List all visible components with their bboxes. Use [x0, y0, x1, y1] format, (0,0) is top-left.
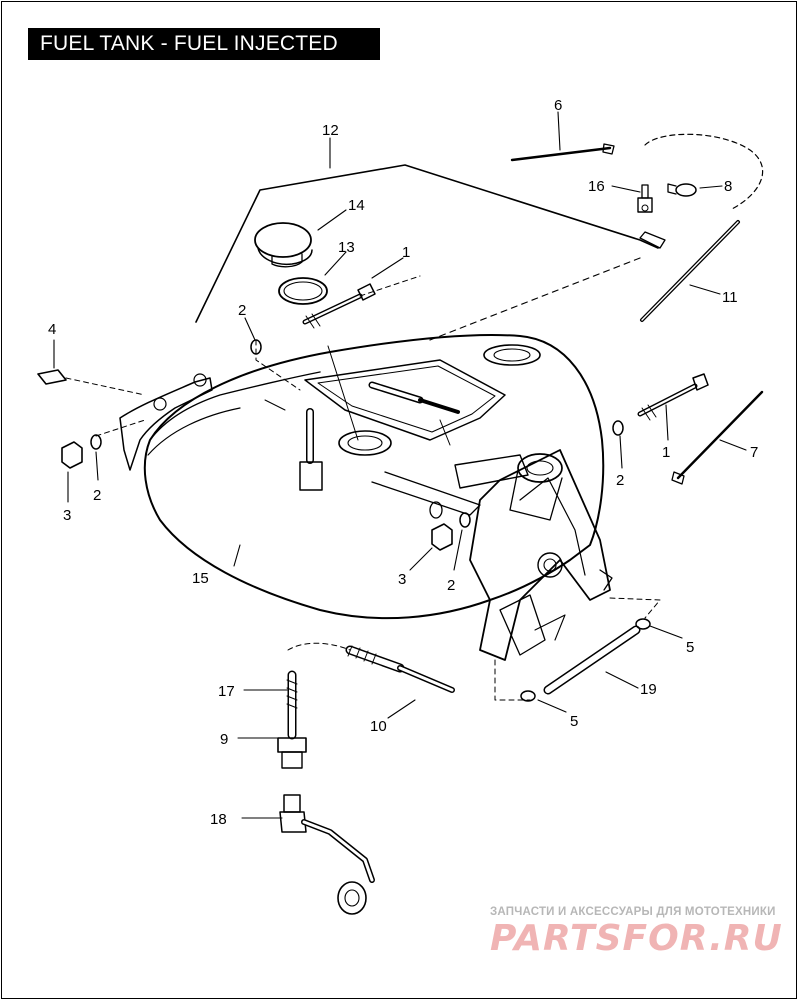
callout-16: 16 [588, 178, 605, 195]
watermark-brand: PARTSFOR.RU [490, 918, 783, 959]
callout-9: 9 [220, 731, 228, 748]
fuel-tank [119, 333, 605, 620]
hose-clamp-8 [667, 183, 697, 197]
diagram-title: FUEL TANK - FUEL INJECTED [28, 28, 380, 60]
fuel-cap [254, 222, 313, 268]
callout-2-top: 2 [238, 302, 246, 319]
callout-2-right: 2 [616, 472, 624, 489]
callout-13: 13 [338, 239, 355, 256]
cable-strap-7 [676, 390, 764, 480]
callout-17: 17 [218, 683, 235, 700]
callout-3-center: 3 [398, 571, 406, 588]
callout-5-bottom: 5 [570, 713, 578, 730]
gasket [278, 277, 328, 305]
pump-fitting [299, 381, 460, 491]
callout-12: 12 [322, 122, 339, 139]
callout-15: 15 [192, 570, 209, 587]
callout-18: 18 [210, 811, 227, 828]
callout-1-right: 1 [662, 444, 670, 461]
fuel-line-18 [279, 794, 375, 915]
fuel-fitting-10 [345, 645, 455, 693]
callout-2-center: 2 [447, 577, 455, 594]
callout-14: 14 [348, 197, 365, 214]
callout-1-top: 1 [402, 244, 410, 261]
callout-19: 19 [640, 681, 657, 698]
nuts [61, 441, 453, 551]
stud-17 [286, 670, 298, 740]
callout-10: 10 [370, 718, 387, 735]
callout-3-left: 3 [63, 507, 71, 524]
cable-strap [510, 146, 612, 162]
callout-2-left: 2 [93, 487, 101, 504]
callout-7: 7 [750, 444, 758, 461]
callout-8: 8 [724, 178, 732, 195]
callout-11: 11 [722, 289, 738, 306]
callout-labels: 12 6 14 13 1 2 4 16 8 11 1 7 2 2 3 15 3 … [48, 97, 758, 828]
fitting-9 [277, 737, 307, 769]
frame-tube [469, 449, 613, 661]
leader-lines [53, 111, 747, 819]
hose-clamps-5 [520, 618, 651, 702]
bolt-rear [302, 283, 376, 329]
bolt-front [637, 373, 709, 421]
callout-5-right: 5 [686, 639, 694, 656]
callout-4: 4 [48, 321, 56, 338]
washers [90, 339, 624, 528]
clip [37, 369, 67, 385]
vent-valve [637, 184, 653, 213]
watermark-tagline: ЗАПЧАСТИ И АКСЕССУАРЫ ДЛЯ МОТОТЕХНИКИ [490, 906, 776, 918]
vent-tube [195, 164, 659, 323]
callout-6: 6 [554, 97, 562, 114]
